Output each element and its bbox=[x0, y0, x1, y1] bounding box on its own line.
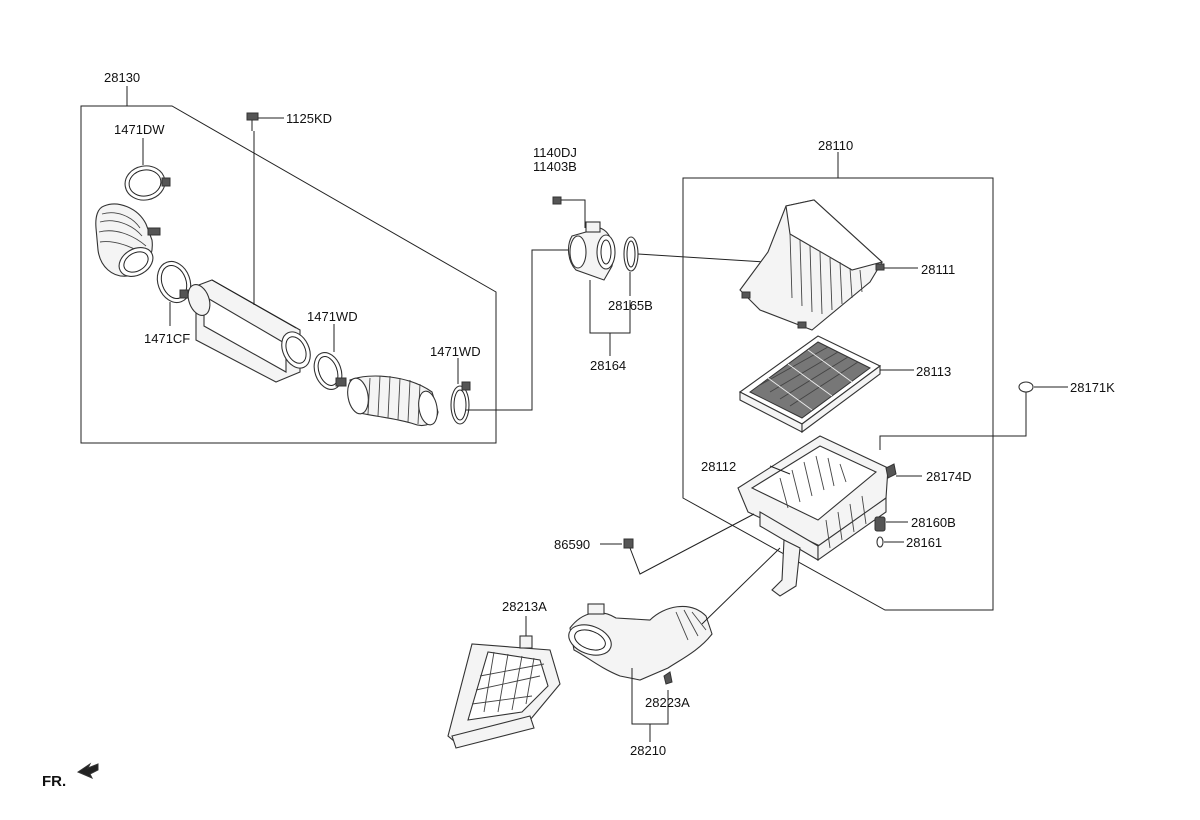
label-1471wd-b: 1471WD bbox=[430, 344, 481, 359]
group-28110 bbox=[682, 152, 994, 611]
label-1140dj: 1140DJ bbox=[533, 145, 577, 160]
label-28160b: 28160B bbox=[911, 515, 956, 530]
corrugated-air-hose[interactable] bbox=[345, 375, 440, 427]
screw-1140dj[interactable] bbox=[552, 196, 586, 228]
fastener-86590[interactable] bbox=[600, 513, 755, 575]
clamp-1471dw[interactable] bbox=[122, 138, 171, 203]
air-guide-28213a[interactable] bbox=[447, 616, 561, 749]
label-1125kd: 1125KD bbox=[286, 111, 332, 126]
air-cleaner-cover-28111[interactable] bbox=[739, 199, 918, 331]
o-ring-28165b[interactable] bbox=[623, 236, 639, 296]
label-28112: 28112 bbox=[701, 459, 736, 474]
bolt-1125kd[interactable] bbox=[246, 112, 284, 305]
label-1471cf: 1471CF bbox=[144, 331, 190, 346]
clamp-1471cf[interactable] bbox=[152, 257, 196, 326]
label-28110: 28110 bbox=[818, 138, 853, 153]
group-28130 bbox=[80, 86, 497, 444]
label-28161: 28161 bbox=[906, 535, 942, 550]
label-86590: 86590 bbox=[554, 537, 590, 552]
resonator-duct[interactable] bbox=[184, 279, 316, 383]
maf-sensor-group bbox=[552, 196, 766, 356]
label-1471dw: 1471DW bbox=[114, 122, 165, 137]
filter-element-28113[interactable] bbox=[738, 335, 914, 434]
bolt-28171k[interactable] bbox=[879, 381, 1068, 450]
label-28213a: 28213A bbox=[502, 599, 547, 614]
label-28164: 28164 bbox=[590, 358, 626, 373]
label-28111: 28111 bbox=[921, 262, 955, 277]
clip-28174d[interactable] bbox=[885, 463, 922, 479]
label-1471wd-a: 1471WD bbox=[307, 309, 358, 324]
air-cleaner-body-28112[interactable] bbox=[737, 435, 889, 597]
label-28174d: 28174D bbox=[926, 469, 972, 484]
label-28210: 28210 bbox=[630, 743, 666, 758]
collar-28161[interactable] bbox=[876, 536, 904, 548]
label-28130: 28130 bbox=[104, 70, 140, 85]
label-fr: FR. bbox=[42, 773, 66, 790]
intake-duct-28210[interactable] bbox=[565, 547, 781, 742]
clamp-1471wd-b[interactable] bbox=[450, 249, 570, 425]
grommet-28160b[interactable] bbox=[874, 516, 908, 532]
clip-28223a[interactable] bbox=[663, 671, 673, 685]
clamp-1471wd-a[interactable] bbox=[309, 324, 347, 393]
label-28165b: 28165B bbox=[608, 298, 653, 313]
label-11403b: 11403B bbox=[533, 159, 577, 174]
air-flow-sensor-28164[interactable] bbox=[567, 221, 616, 281]
intake-elbow-hose[interactable] bbox=[95, 203, 161, 282]
label-28113: 28113 bbox=[916, 364, 951, 379]
front-direction-arrow bbox=[76, 762, 99, 779]
label-28223a: 28223A bbox=[645, 695, 690, 710]
label-28171k: 28171K bbox=[1070, 380, 1115, 395]
